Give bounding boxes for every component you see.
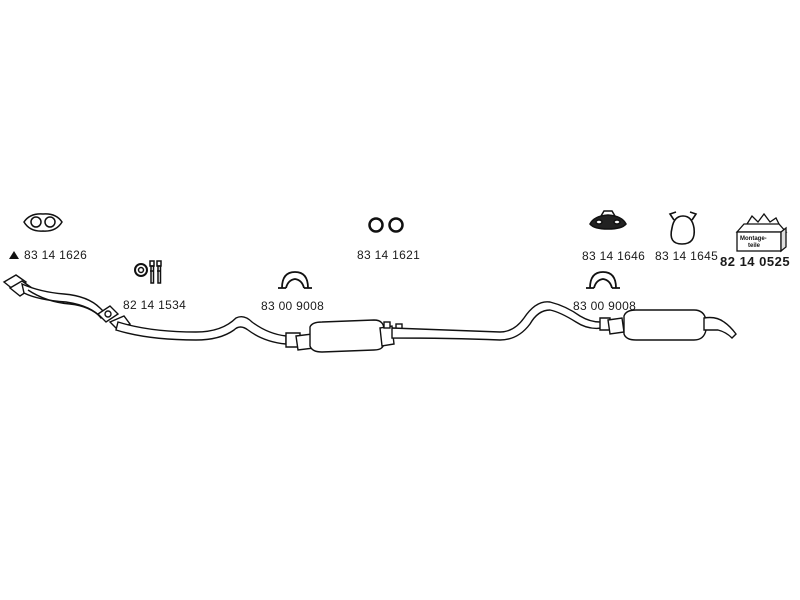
- part-number-front-gasket: 83 14 1626: [24, 248, 88, 262]
- pipe-clamp-icon: [586, 271, 620, 289]
- hanger-strap-icon: [668, 211, 698, 245]
- part-number-clamp-left: 83 00 9008: [261, 299, 325, 313]
- sealing-rings-icon: [368, 217, 404, 233]
- intermediate-pipe-front: [115, 315, 287, 345]
- part-number-clamp-right: 83 00 9008: [573, 299, 637, 313]
- part-number-center-rings: 83 14 1621: [357, 248, 421, 262]
- mounting-kit-box-text-2: teile: [748, 243, 761, 249]
- front-pipe: [2, 274, 132, 331]
- centre-silencer: [295, 319, 403, 353]
- part-number-hanger-strap: 83 14 1645: [655, 249, 719, 263]
- part-number-rubber-mount: 83 14 1646: [582, 249, 646, 263]
- part-number-bolt-set: 82 14 1534: [123, 298, 187, 312]
- bolt-set-icon: [134, 260, 162, 284]
- pipe-clamp-icon: [278, 271, 312, 289]
- part-number-mounting-kit: 82 14 0525: [720, 254, 791, 269]
- rear-silencer: [607, 309, 737, 341]
- exhaust-pipe-assembly: [2, 274, 737, 353]
- triangle-marker-icon: [9, 251, 19, 259]
- rubber-mount-icon: [589, 210, 627, 230]
- mounting-kit-box-icon: Montage- teile: [735, 212, 788, 253]
- flange-gasket-icon: [23, 213, 63, 232]
- mounting-kit-box-text-1: Montage-: [740, 236, 767, 242]
